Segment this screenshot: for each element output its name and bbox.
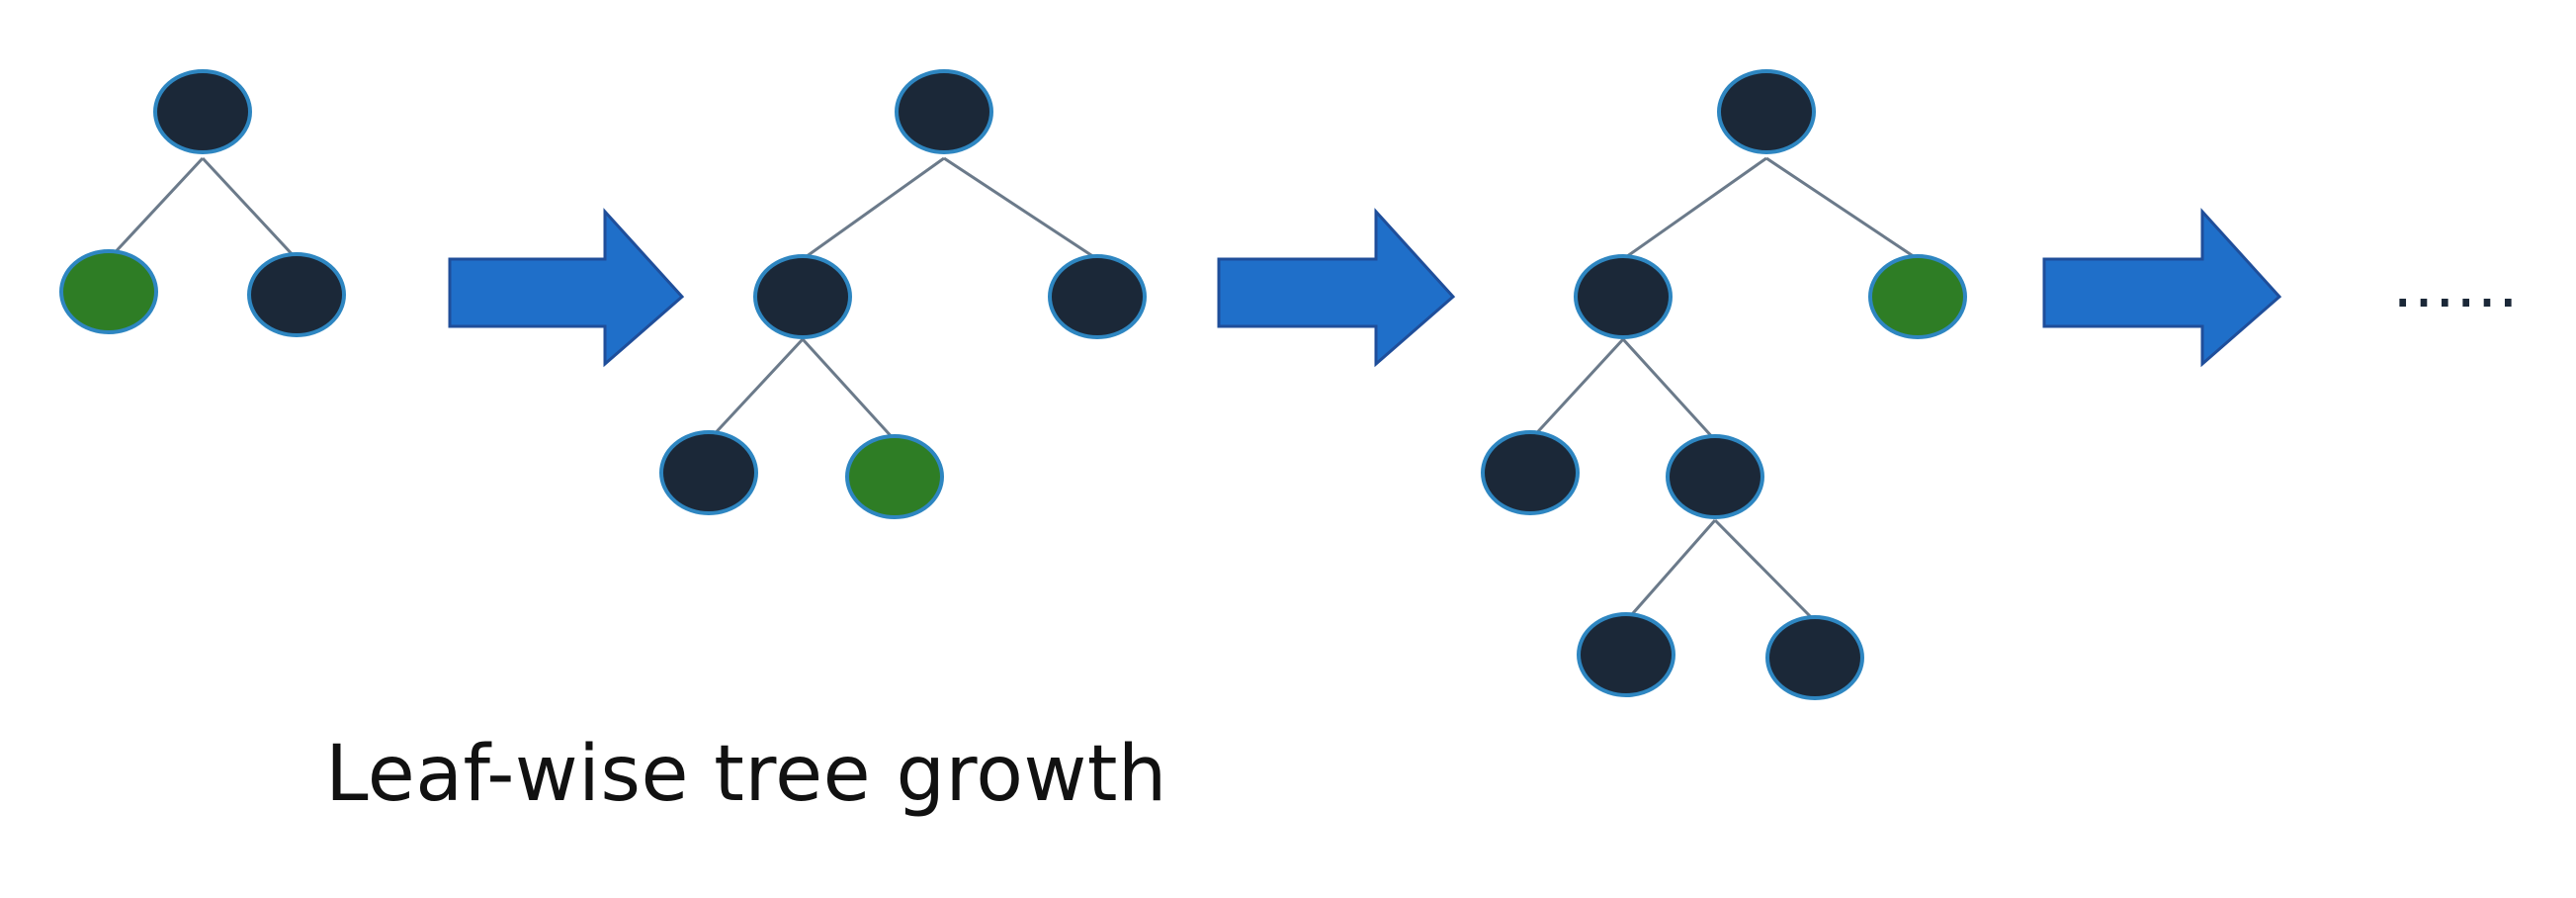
highlighted-leaf-node <box>845 434 944 519</box>
diagram-caption: Leaf-wise tree growth <box>325 730 1167 819</box>
edge <box>1622 156 1767 261</box>
edge <box>1621 337 1717 442</box>
internal-node <box>1574 254 1673 339</box>
edge <box>1624 519 1717 622</box>
stage-3-tree <box>1481 69 1967 700</box>
stage-1-tree <box>59 69 346 337</box>
internal-node <box>753 254 852 339</box>
root-node <box>153 69 252 154</box>
leaf-node <box>1481 430 1580 515</box>
root-node <box>1717 69 1816 154</box>
leaf-node <box>1765 615 1864 700</box>
leaf-node <box>1048 254 1147 339</box>
edge <box>1713 518 1817 623</box>
right-arrow-icon <box>448 208 685 368</box>
edge <box>707 337 805 442</box>
edge <box>1528 337 1625 442</box>
edge <box>107 156 205 261</box>
root-node <box>895 69 993 154</box>
edge <box>1765 156 1919 261</box>
highlighted-leaf-node <box>59 249 158 334</box>
continuation-ellipsis: …… <box>2392 249 2519 322</box>
stage-2-tree <box>659 69 1147 519</box>
leaf-node <box>247 252 346 337</box>
right-arrow-icon <box>1217 208 1456 368</box>
edge <box>802 156 945 261</box>
internal-node <box>1666 434 1764 519</box>
edge <box>801 337 897 442</box>
right-arrow-icon <box>2042 208 2282 368</box>
edge <box>943 156 1098 261</box>
edge <box>201 156 299 261</box>
leaf-node <box>659 430 758 515</box>
leaf-node <box>1577 612 1675 697</box>
highlighted-leaf-node <box>1868 254 1967 339</box>
